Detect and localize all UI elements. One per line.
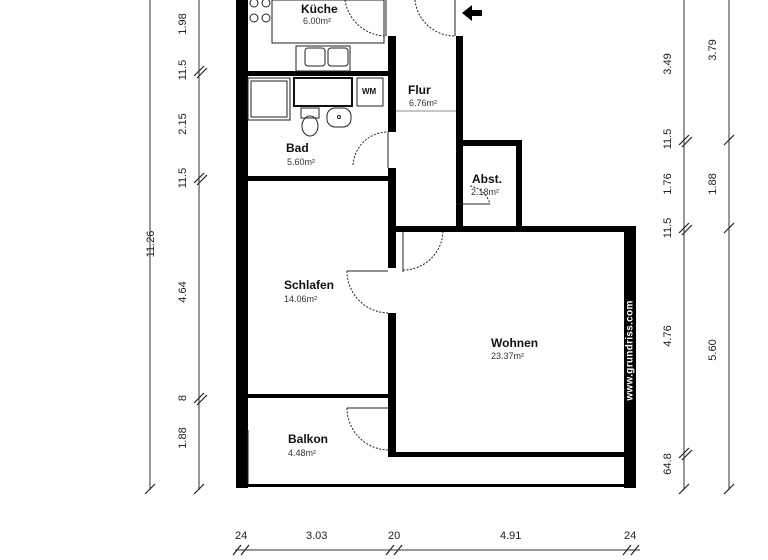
dim-right-inner-5: 4.76	[662, 325, 674, 347]
room-name-schlafen: Schlafen	[284, 278, 335, 292]
washbasin-icon	[326, 107, 352, 128]
dim-left-5: 4.64	[177, 281, 189, 303]
dim-right-outer-1: 3.79	[707, 39, 719, 61]
room-area-schlafen: 14.06m²	[284, 294, 318, 304]
dim-right-inner-1: 3.49	[662, 53, 674, 75]
dimension-lines	[149, 0, 730, 551]
room-name-kueche: Küche	[301, 2, 338, 16]
entrance-arrow-icon	[462, 5, 482, 21]
dim-left-3: 2.15	[177, 113, 189, 135]
toilet-icon	[300, 107, 320, 137]
dim-left-1: 1.98	[177, 13, 189, 35]
walls	[236, 0, 636, 488]
dim-bottom-5: 24	[624, 530, 637, 542]
stove-icon	[249, 0, 271, 23]
room-area-balkon: 4.48m²	[288, 448, 317, 458]
room-name-flur: Flur	[408, 83, 431, 97]
room-area-kueche: 6.00m²	[303, 16, 332, 26]
dim-bottom-4: 4.91	[500, 530, 522, 542]
dim-right-inner-3: 1.76	[662, 173, 674, 195]
washing-machine-label: WM	[362, 87, 377, 96]
room-name-wohnen: Wohnen	[491, 336, 539, 350]
room-name-abst: Abst.	[472, 172, 502, 186]
dimension-ticks	[144, 65, 735, 556]
room-area-bad: 5.60m²	[287, 157, 316, 167]
door-swings	[344, 0, 491, 451]
kitchen-sink-icon	[304, 47, 349, 67]
dim-right-outer-3: 5.60	[707, 339, 719, 361]
dim-bottom-3: 20	[388, 530, 401, 542]
door-leaves	[347, 0, 490, 409]
dim-right-inner-6: 64.8	[662, 453, 674, 475]
bathtub-icon	[247, 77, 291, 121]
thin-lines	[247, 0, 385, 484]
room-area-wohnen: 23.37m²	[491, 351, 525, 361]
room-area-flur: 6.76m²	[409, 98, 438, 108]
dim-bottom-2: 3.03	[306, 530, 328, 542]
room-name-bad: Bad	[286, 141, 309, 155]
room-name-balkon: Balkon	[288, 432, 329, 446]
washing-machine-icon	[356, 77, 384, 107]
dim-left-total: 11.26	[145, 230, 157, 258]
dim-right-inner-2: 11.5	[662, 128, 674, 150]
shower-tray-icon	[293, 77, 353, 107]
dim-right-outer-2: 1.88	[707, 173, 719, 195]
watermark: www.grundriss.com	[624, 300, 636, 401]
dim-left-2: 11.5	[177, 59, 189, 81]
dim-left-6: 8	[177, 394, 189, 402]
dim-right-inner-4: 11.5	[662, 217, 674, 239]
dim-left-4: 11.5	[177, 167, 189, 189]
dim-bottom-1: 24	[235, 530, 248, 542]
dim-left-7: 1.88	[177, 427, 189, 449]
room-area-abst: 2.18m²	[471, 187, 500, 197]
